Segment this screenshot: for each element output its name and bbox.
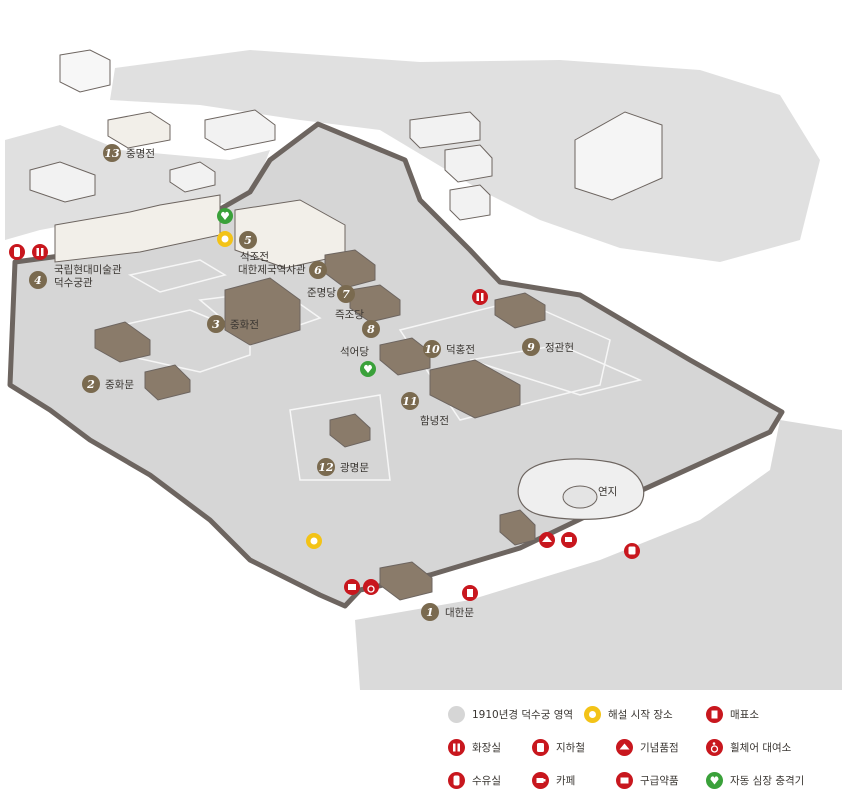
background-area-south — [355, 420, 842, 690]
place-label-9: 정관헌 — [545, 342, 574, 354]
nursing-room-icon — [448, 772, 465, 789]
restroom-icon — [448, 739, 465, 756]
place-label-10: 덕홍전 — [446, 343, 475, 356]
legend-aed: 자동 심장 충격기 — [706, 772, 804, 789]
place-label-2: 중화문 — [105, 379, 134, 391]
legend-first-aid: 구급약품 — [616, 772, 679, 789]
place-label-1: 대한문 — [445, 607, 474, 619]
place-label-4-line1: 국립현대미술관 — [54, 263, 122, 276]
place-marker-12[interactable]: 12 광명문 — [317, 458, 369, 476]
place-marker-10[interactable]: 10 덕홍전 — [423, 340, 475, 358]
first-aid-icon[interactable] — [344, 579, 360, 595]
place-label-11: 함녕전 — [420, 415, 449, 427]
wheelchair-icon — [706, 739, 723, 756]
map-legend: 1910년경 덕수궁 영역 해설 시작 장소 매표소 화장실 지하철 기념품점 — [448, 706, 838, 798]
svg-text:10: 10 — [424, 343, 440, 356]
place-marker-5[interactable]: 5 석조전 대한제국역사관 — [238, 231, 306, 276]
souvenir-shop-icon[interactable] — [539, 532, 555, 548]
place-marker-4[interactable]: 4 국립현대미술관 덕수궁관 — [29, 263, 125, 289]
legend-label: 지하철 — [556, 742, 585, 754]
legend-label: 매표소 — [730, 709, 759, 721]
place-label-5-line2: 대한제국역사관 — [238, 264, 306, 276]
subway-icon[interactable] — [624, 543, 640, 559]
legend-palace-area: 1910년경 덕수궁 영역 — [448, 706, 573, 723]
palace-area-swatch — [448, 706, 465, 723]
svg-text:11: 11 — [402, 395, 417, 408]
place-marker-2[interactable]: 2 중화문 — [82, 375, 134, 393]
cafe-icon[interactable] — [561, 532, 577, 548]
cafe-icon — [532, 772, 549, 789]
first-aid-icon — [616, 772, 633, 789]
svg-text:4: 4 — [34, 274, 42, 287]
place-marker-1[interactable]: 1 대한문 — [421, 603, 474, 621]
guide-start-icon — [584, 706, 601, 723]
place-label-12: 광명문 — [340, 462, 369, 474]
legend-label: 구급약품 — [640, 775, 679, 787]
aed-icon — [706, 772, 723, 789]
place-label-13: 중명전 — [126, 148, 155, 160]
place-label-3: 중화전 — [230, 319, 259, 331]
place-marker-3[interactable]: 3 중화전 — [207, 315, 259, 333]
place-marker-6[interactable]: 6 준명당 — [307, 261, 336, 299]
ticket-office-icon — [706, 706, 723, 723]
place-marker-9[interactable]: 9 정관헌 — [522, 338, 574, 356]
place-label-4: 국립현대미술관 덕수궁관 — [54, 263, 125, 289]
svg-text:9: 9 — [527, 341, 535, 354]
place-label-7: 즉조당 — [335, 309, 364, 321]
legend-souvenir-shop: 기념품점 — [616, 739, 679, 756]
legend-wheelchair: 휠체어 대여소 — [706, 739, 791, 756]
legend-label: 화장실 — [472, 742, 501, 754]
pond-label: 연지 — [598, 486, 617, 498]
svg-text:1: 1 — [426, 606, 434, 619]
place-marker-13[interactable]: 13 중명전 — [103, 144, 155, 162]
legend-cafe: 카페 — [532, 772, 575, 789]
svg-text:7: 7 — [342, 288, 350, 301]
legend-label: 휠체어 대여소 — [730, 742, 792, 754]
aed-icon[interactable] — [217, 208, 233, 224]
svg-text:8: 8 — [367, 323, 375, 336]
place-label-8: 석어당 — [340, 346, 369, 358]
wheelchair-icon[interactable] — [363, 579, 379, 595]
aed-icon-2[interactable] — [360, 361, 376, 377]
legend-restroom: 화장실 — [448, 739, 501, 756]
svg-text:12: 12 — [318, 461, 334, 474]
subway-icon — [532, 739, 549, 756]
background-area-west — [5, 125, 270, 240]
legend-label: 1910년경 덕수궁 영역 — [472, 709, 574, 721]
nursing-room-icon[interactable] — [9, 244, 25, 260]
buildings — [29, 49, 663, 601]
place-label-5-line1: 석조전 — [240, 251, 269, 263]
place-label-4-line2: 덕수궁관 — [54, 277, 93, 289]
svg-text:3: 3 — [212, 318, 220, 331]
legend-label: 카페 — [556, 775, 576, 787]
place-marker-11[interactable]: 11 함녕전 — [401, 392, 449, 427]
place-label-5: 석조전 대한제국역사관 — [238, 251, 306, 276]
legend-guide-start: 해설 시작 장소 — [584, 706, 673, 723]
legend-label: 수유실 — [472, 775, 501, 787]
restroom-icon-2[interactable] — [472, 289, 488, 305]
legend-ticket-office: 매표소 — [706, 706, 759, 723]
place-marker-7[interactable]: 7 즉조당 — [335, 285, 364, 321]
legend-subway: 지하철 — [532, 739, 585, 756]
place-marker-8[interactable]: 8 석어당 — [340, 320, 380, 358]
svg-text:5: 5 — [244, 234, 252, 247]
legend-label: 자동 심장 충격기 — [730, 775, 805, 787]
guide-start-icon-2[interactable] — [306, 533, 322, 549]
restroom-icon[interactable] — [32, 244, 48, 260]
svg-text:2: 2 — [86, 378, 95, 391]
palace-map: 연지 1 대한문 2 중화문 3 중화전 — [5, 49, 842, 690]
souvenir-shop-icon — [616, 739, 633, 756]
legend-label: 기념품점 — [640, 742, 679, 754]
legend-nursing-room: 수유실 — [448, 772, 501, 789]
place-label-6: 준명당 — [307, 287, 336, 299]
guide-start-icon[interactable] — [217, 231, 233, 247]
ticket-office-icon[interactable] — [462, 585, 478, 601]
pond-island — [562, 485, 598, 509]
legend-label: 해설 시작 장소 — [608, 709, 673, 721]
svg-text:6: 6 — [314, 264, 322, 277]
svg-text:13: 13 — [104, 147, 120, 160]
